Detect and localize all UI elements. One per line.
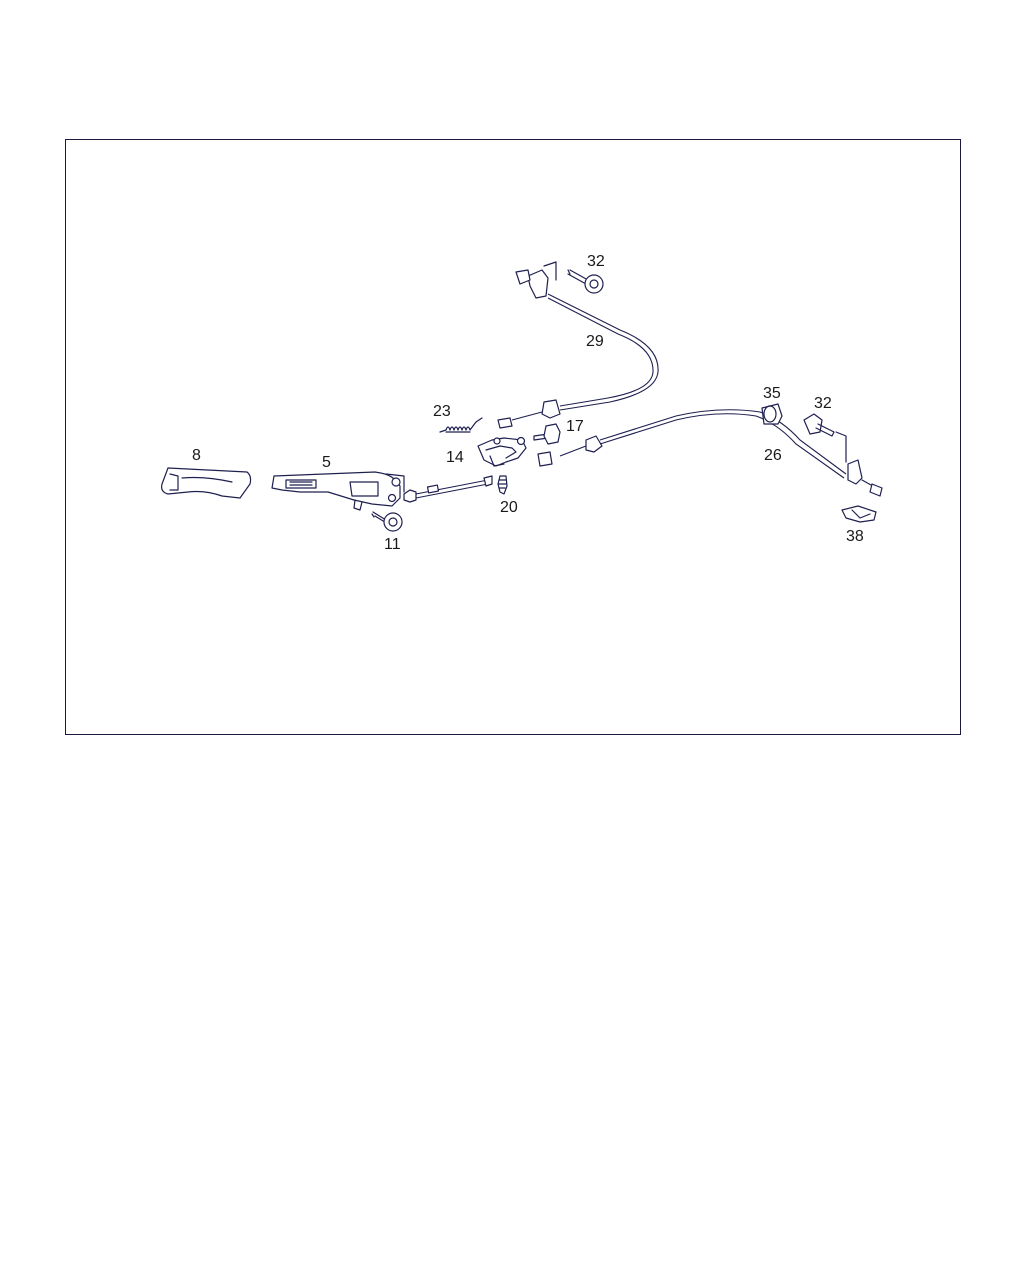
part-32-bolt-upper[interactable] — [567, 269, 604, 294]
callout-23: 23 — [433, 403, 451, 420]
part-38-clip[interactable] — [841, 505, 877, 523]
part-11-bolt[interactable] — [371, 511, 403, 532]
part-32-bolt-right[interactable] — [803, 413, 835, 437]
callout-29: 29 — [586, 333, 604, 350]
part-35-bushing[interactable] — [761, 403, 783, 425]
callout-11: 11 — [384, 536, 401, 553]
part-23-spring[interactable] — [439, 417, 483, 433]
part-29-rear-cable-left[interactable] — [497, 261, 659, 429]
part-26-rear-cable-right[interactable] — [537, 409, 883, 497]
part-17-bolt[interactable] — [533, 423, 561, 445]
callout-32-upper: 32 — [587, 253, 605, 270]
part-5-brake-lever[interactable] — [271, 471, 405, 511]
diagram-frame — [65, 139, 961, 735]
callout-32-right: 32 — [814, 395, 832, 412]
part-20-screw[interactable] — [497, 475, 508, 495]
callout-26: 26 — [764, 447, 782, 464]
callout-8: 8 — [192, 447, 201, 464]
callout-17: 17 — [566, 418, 584, 435]
callout-38: 38 — [846, 528, 864, 545]
front-brake-cable[interactable] — [403, 475, 493, 503]
callout-5: 5 — [322, 454, 331, 471]
callout-14: 14 — [446, 449, 464, 466]
callout-35: 35 — [763, 385, 781, 402]
callout-20: 20 — [500, 499, 518, 516]
part-14-equalizer[interactable] — [477, 436, 527, 467]
part-8-handle-cover[interactable] — [161, 467, 252, 499]
